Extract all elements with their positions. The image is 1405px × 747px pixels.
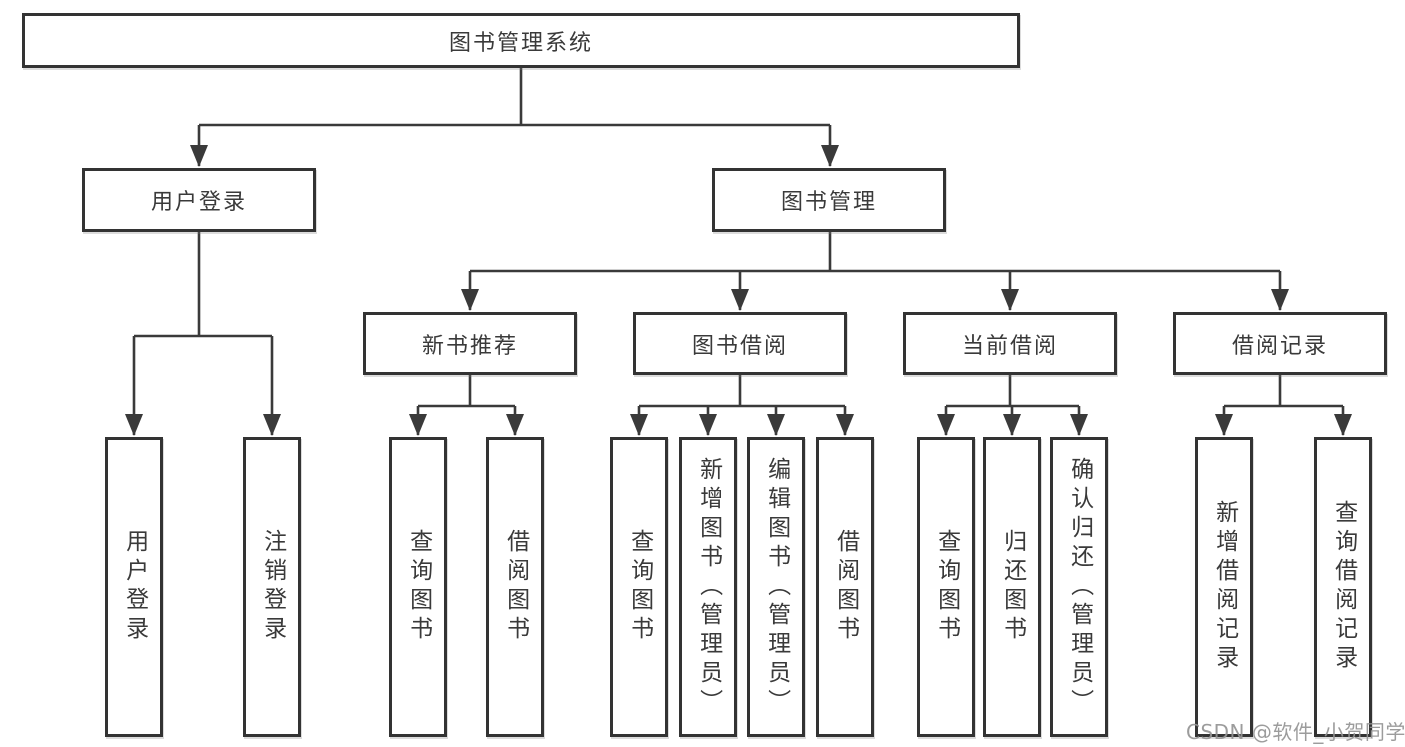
node-label: 图书管理 xyxy=(780,190,877,215)
leaf-label: 用户登录 xyxy=(121,529,148,645)
leaf-user-login: 用户登录 xyxy=(105,437,163,737)
node-label: 新书推荐 xyxy=(421,333,518,359)
node-book-borrow: 图书借阅 xyxy=(633,312,847,375)
connector-trunks xyxy=(134,68,1343,408)
node-new-book-recommend: 新书推荐 xyxy=(363,312,577,375)
leaf-label: 查询图书 xyxy=(626,529,653,645)
leaf-label: 借阅图书 xyxy=(502,529,529,645)
node-user-login: 用户登录 xyxy=(82,168,316,232)
leaf-label: 注销登录 xyxy=(259,529,286,645)
leaf-label: 归还图书 xyxy=(999,529,1026,645)
node-label: 当前借阅 xyxy=(961,333,1058,359)
leaf-query-books-recommend: 查询图书 xyxy=(389,437,447,737)
leaf-label: 确认归还（管理员） xyxy=(1066,456,1093,718)
node-borrow-records: 借阅记录 xyxy=(1173,312,1387,375)
leaf-label: 查询图书 xyxy=(405,529,432,645)
leaf-confirm-return-admin: 确认归还（管理员） xyxy=(1050,437,1108,737)
node-root-label: 图书管理系统 xyxy=(448,30,593,56)
leaf-label: 新增图书（管理员） xyxy=(695,456,722,718)
leaf-label: 查询图书 xyxy=(933,529,960,645)
leaf-logout: 注销登录 xyxy=(243,437,301,737)
leaf-label: 新增借阅记录 xyxy=(1211,500,1238,674)
leaf-add-borrow-record: 新增借阅记录 xyxy=(1195,437,1253,737)
leaf-query-books-borrow: 查询图书 xyxy=(610,437,668,737)
leaf-borrow-books: 借阅图书 xyxy=(816,437,874,737)
node-current-borrow: 当前借阅 xyxy=(903,312,1117,375)
leaf-query-borrow-record: 查询借阅记录 xyxy=(1314,437,1372,737)
leaf-return-books: 归还图书 xyxy=(983,437,1041,737)
leaf-label: 查询借阅记录 xyxy=(1330,500,1357,674)
leaf-edit-book-admin: 编辑图书（管理员） xyxy=(747,437,805,737)
node-root: 图书管理系统 xyxy=(22,13,1020,68)
leaf-add-book-admin: 新增图书（管理员） xyxy=(679,437,737,737)
node-label: 用户登录 xyxy=(150,190,247,215)
leaf-label: 借阅图书 xyxy=(832,529,859,645)
leaf-label: 编辑图书（管理员） xyxy=(763,456,790,718)
leaf-borrow-books-recommend: 借阅图书 xyxy=(486,437,544,737)
leaf-query-books-current: 查询图书 xyxy=(917,437,975,737)
node-label: 图书借阅 xyxy=(691,333,788,359)
csdn-watermark: CSDN @软件_小贺同学 xyxy=(1186,720,1405,744)
node-book-management: 图书管理 xyxy=(712,168,946,232)
node-label: 借阅记录 xyxy=(1231,333,1328,359)
